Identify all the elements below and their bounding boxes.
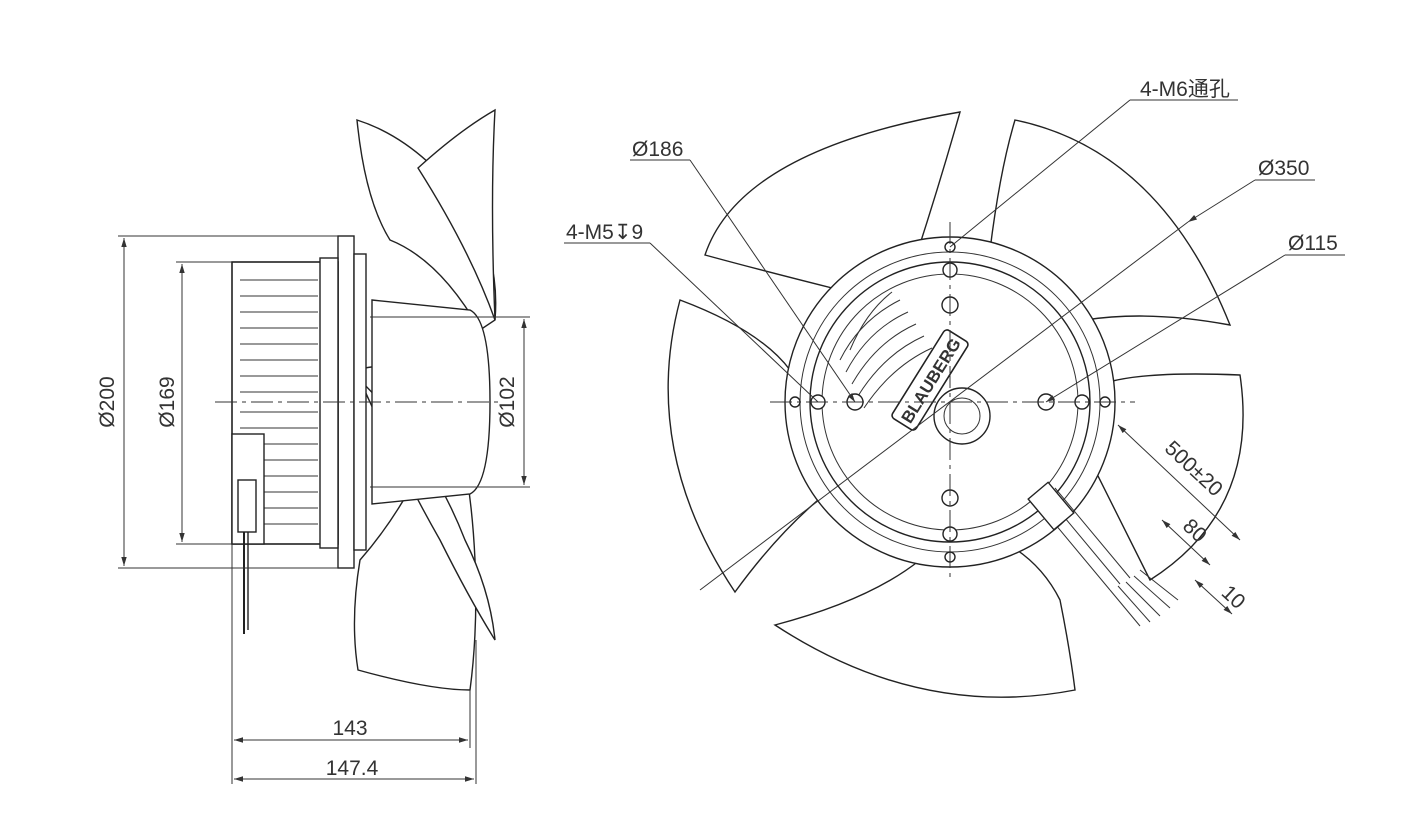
callout-m5-label: 4-M5↧9 xyxy=(566,221,643,244)
dim-102: Ø102 xyxy=(370,316,530,488)
side-blade-upper-back xyxy=(417,108,496,321)
callout-186: Ø186 xyxy=(630,138,856,403)
dim-200: Ø200 xyxy=(96,235,338,569)
side-cable-gland xyxy=(237,479,257,533)
callout-186-label: Ø186 xyxy=(632,138,683,161)
callout-350-label: Ø350 xyxy=(1258,157,1309,180)
front-cable-gland xyxy=(1027,481,1075,531)
callout-m6: 4-M6通孔 xyxy=(949,78,1238,248)
side-motor-ring xyxy=(319,257,339,549)
dim-147-4-label: 147.4 xyxy=(326,757,379,780)
front-wires xyxy=(1109,569,1179,627)
dim-169: Ø169 xyxy=(156,261,232,545)
dim-cable-10: 10 xyxy=(1194,579,1250,615)
blade-4 xyxy=(773,539,1076,698)
dim-169-label: Ø169 xyxy=(156,376,179,427)
callout-m5: 4-M5↧9 xyxy=(564,221,819,403)
dim-147-4: 147.4 xyxy=(234,640,477,784)
dim-143: 143 xyxy=(231,544,471,784)
dim-102-label: Ø102 xyxy=(496,376,519,427)
callout-115-label: Ø115 xyxy=(1288,232,1338,255)
callout-m6-label: 4-M6通孔 xyxy=(1140,78,1230,101)
front-hub-inner xyxy=(943,397,981,435)
front-cooling-slots xyxy=(839,291,933,409)
dim-143-label: 143 xyxy=(332,717,367,740)
dim-cable-10-label: 10 xyxy=(1217,581,1250,614)
front-view: BLAUBERG 4-M6通孔 xyxy=(564,78,1345,698)
side-motor-fins xyxy=(240,279,318,525)
callout-350: Ø350 xyxy=(699,157,1315,591)
dim-200-label: Ø200 xyxy=(96,376,119,427)
front-hub xyxy=(933,387,991,445)
callout-115: Ø115 xyxy=(1045,232,1345,403)
side-view: Ø200 Ø169 Ø102 143 147.4 xyxy=(96,108,530,784)
